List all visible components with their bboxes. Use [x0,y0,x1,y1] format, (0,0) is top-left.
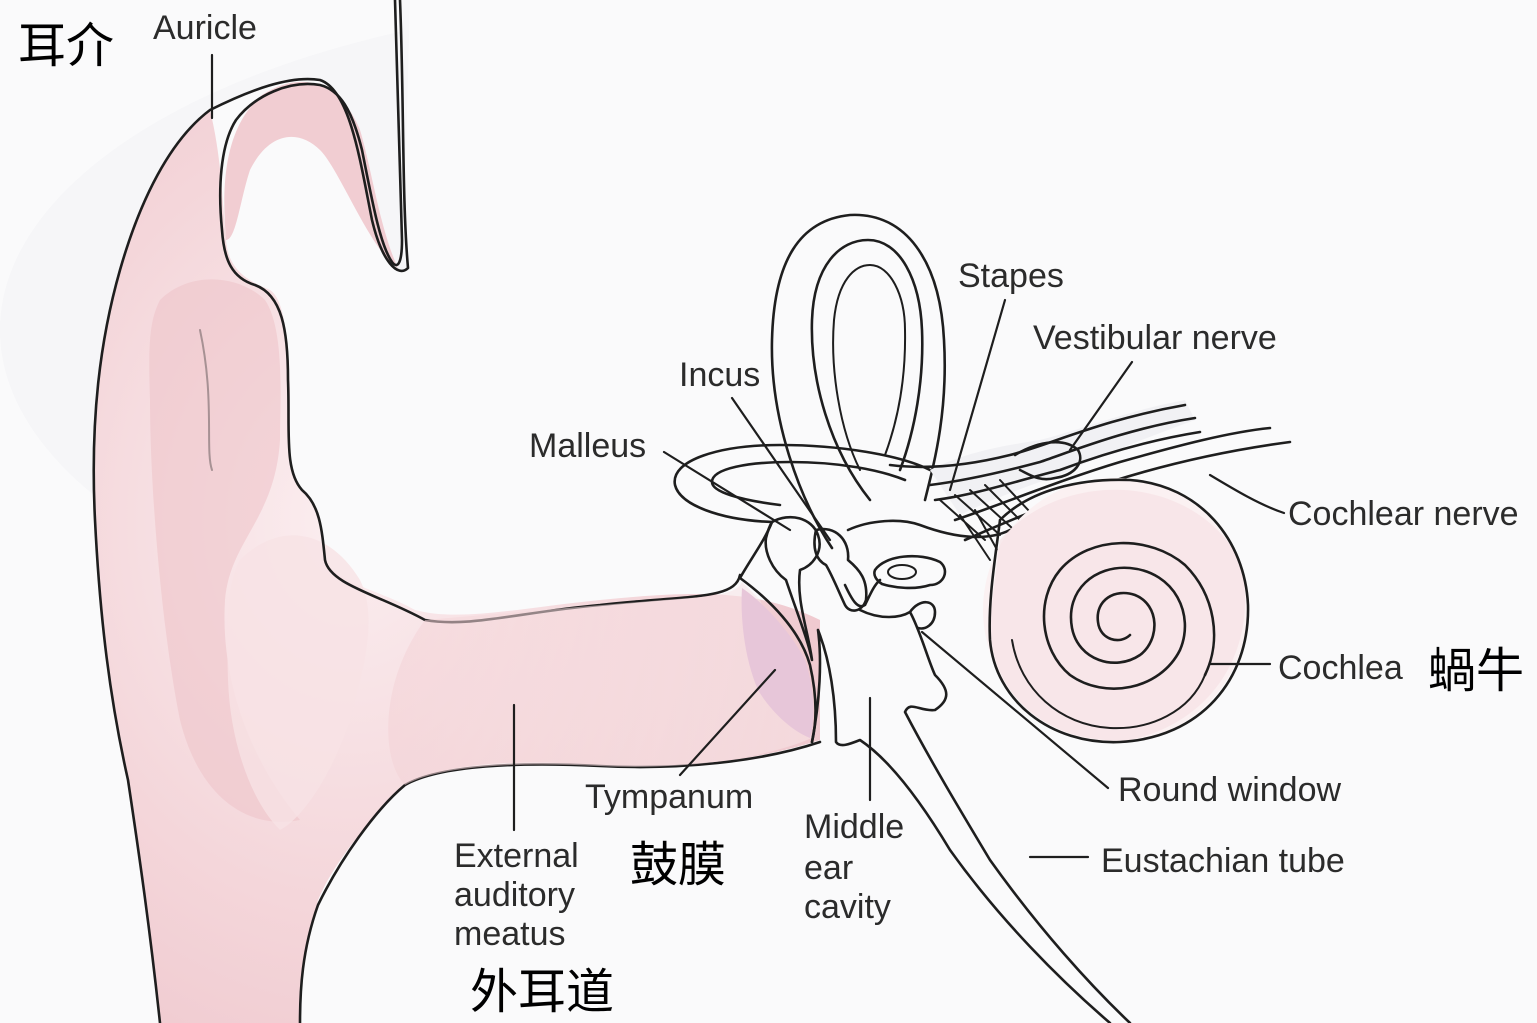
external-auditory-meatus-label-line: meatus [454,915,566,953]
middle-ear-cavity-label-line: Middle [804,808,904,846]
auricle-label: Auricle [153,9,257,47]
cochlea [983,478,1248,742]
tympanum-label: Tympanum [585,778,753,816]
cochlea-label: Cochlea [1278,649,1403,687]
cochlea-cn-label: 蝸牛 [1428,643,1524,699]
external-auditory-meatus-cn-label: 外耳道 [470,964,614,1020]
malleus-label: Malleus [529,427,646,465]
auricle-cn-label: 耳介 [18,18,114,74]
eustachian-tube-label: Eustachian tube [1101,842,1345,880]
cochlear-nerve-label: Cochlear nerve [1288,495,1519,533]
external-auditory-meatus-label-line: External [454,837,579,875]
stapes-label: Stapes [958,257,1064,295]
incus-label: Incus [679,356,760,394]
external-auditory-meatus-label-line: auditory [454,876,575,914]
round-window-label: Round window [1118,771,1341,809]
tympanum-cn-label: 鼓膜 [630,837,726,893]
middle-ear-cavity-label-line: cavity [804,888,891,926]
middle-ear-cavity-label-line: ear [804,849,853,887]
vestibular-nerve-label: Vestibular nerve [1033,319,1277,357]
